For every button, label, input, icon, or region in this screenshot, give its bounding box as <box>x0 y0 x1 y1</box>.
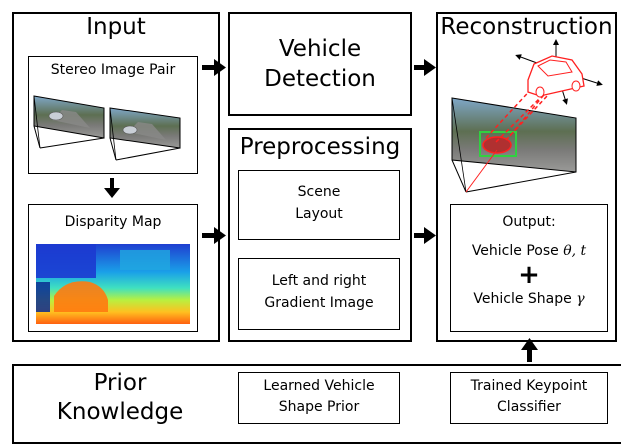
shape-prior-line1: Learned Vehicle <box>263 378 375 394</box>
vehicle-detection-box <box>228 12 412 116</box>
diagram-graphics <box>33 39 603 362</box>
keypoint-classifier-box <box>450 372 608 424</box>
prior-title-line1: Prior <box>93 370 147 396</box>
reconstruction-title: Reconstruction <box>440 14 613 40</box>
prior-title-line2: Knowledge <box>56 399 184 425</box>
shape-symbol: γ <box>576 291 585 307</box>
output-title: Output: <box>502 214 556 230</box>
shape-prior-box <box>238 372 400 424</box>
disparity-map-image <box>36 244 190 324</box>
preprocessing-title: Preprocessing <box>239 134 401 160</box>
flow-arrows <box>104 59 538 362</box>
shape-prior-line2: Shape Prior <box>278 399 360 415</box>
scene-line1: Scene <box>297 184 341 200</box>
pose-label: Vehicle Pose <box>471 243 559 259</box>
disparity-title: Disparity Map <box>64 214 162 230</box>
stereo-title: Stereo Image Pair <box>50 62 176 78</box>
pose-symbol: θ, t <box>563 243 587 259</box>
gradient-image-box <box>238 258 400 330</box>
stereo-right-image <box>109 107 181 161</box>
car-3d-wireframe <box>515 39 603 105</box>
shape-label: Vehicle Shape <box>473 291 572 307</box>
scene-line2: Layout <box>295 206 343 222</box>
stereo-left-image <box>33 95 105 149</box>
keypoint-line2: Classifier <box>497 399 561 415</box>
vehicle-pose-row: Vehicle Pose θ, t <box>450 243 608 259</box>
gradient-line2: Gradient Image <box>264 295 374 311</box>
plus-sign: + <box>518 260 540 290</box>
reconstruction-scene-image <box>451 97 577 193</box>
output-box <box>450 204 608 332</box>
scene-layout-box <box>238 170 400 240</box>
keypoint-line1: Trained Keypoint <box>470 378 588 394</box>
gradient-line1: Left and right <box>271 273 367 289</box>
input-title: Input <box>86 14 146 40</box>
detection-line1: Vehicle <box>278 36 362 62</box>
detection-line2: Detection <box>264 66 376 92</box>
vehicle-shape-row: Vehicle Shape γ <box>450 291 608 307</box>
